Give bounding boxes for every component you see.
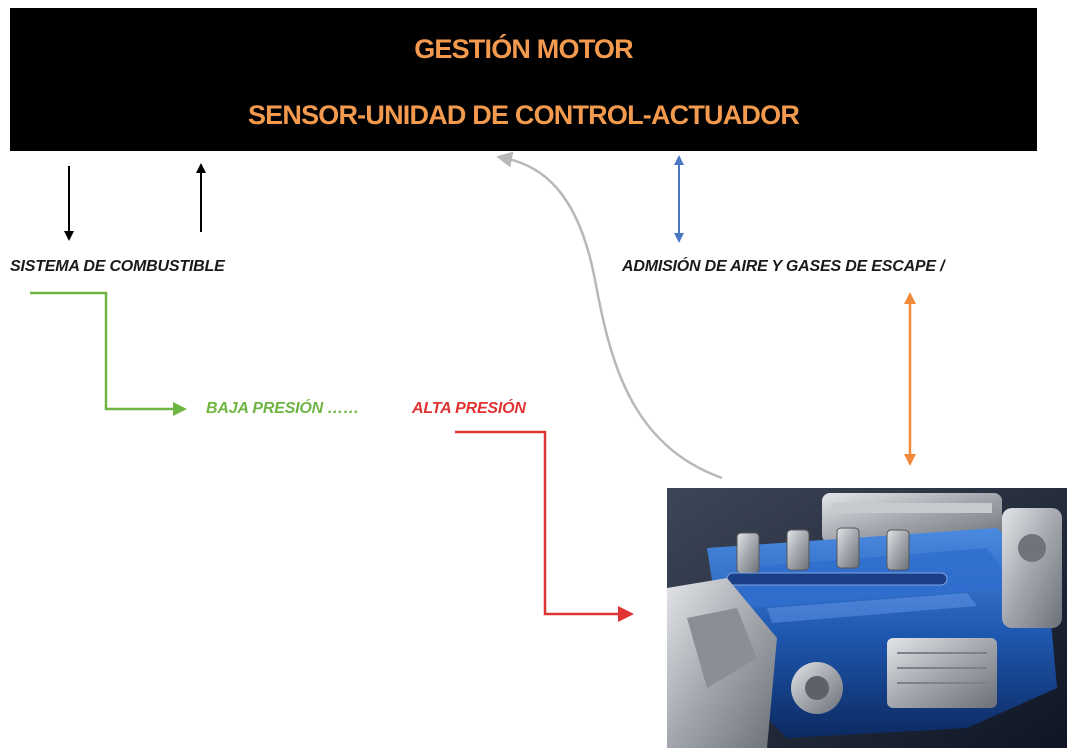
high-pressure-arrow xyxy=(455,432,626,614)
feedback-curve-arrow xyxy=(504,158,722,478)
engine-photo xyxy=(667,488,1067,748)
low-pressure-arrow xyxy=(30,293,180,409)
